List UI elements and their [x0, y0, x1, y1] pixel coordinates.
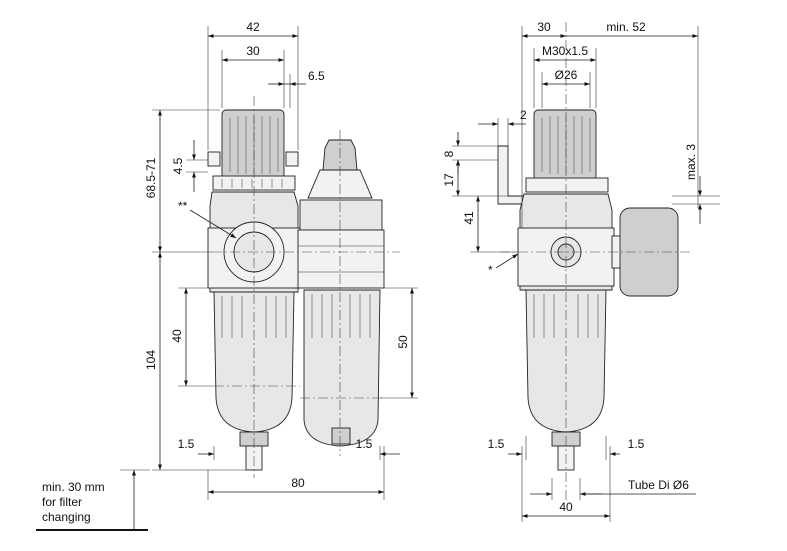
dim-height-top: 68.5-71 — [144, 157, 158, 198]
front-view: 42 30 6.5 68.5-71 4.5 ** 104 40 50 1.5 1… — [144, 20, 418, 500]
lubricator-bowl — [303, 289, 381, 447]
dim-gap-right: 1.5 — [356, 437, 373, 451]
dim-half-width: 30 — [537, 20, 551, 34]
filter-change-note: min. 30 mm for filter changing — [36, 469, 150, 531]
dim-height-bottom: 104 — [144, 350, 158, 370]
note-line-1: min. 30 mm — [42, 480, 105, 494]
adjustment-knob — [221, 109, 285, 181]
note-line-3: changing — [42, 510, 91, 524]
lubricator-port-block — [297, 229, 385, 289]
dim-gap-left: 1.5 — [178, 437, 195, 451]
mounting-bracket-left — [207, 151, 221, 167]
dim-max-three: max. 3 — [684, 144, 698, 180]
dim-bowl-left: 40 — [170, 329, 184, 343]
dim-offset: 6.5 — [308, 69, 325, 83]
dim-forty-one: 41 — [462, 211, 476, 225]
dim-bracket: 4.5 — [171, 157, 185, 174]
dim-total-width: 80 — [291, 476, 305, 490]
tube-label: Tube Di Ø6 — [628, 478, 689, 492]
dim-bowl-right: 50 — [396, 335, 410, 349]
side-view: 30 min. 52 M30x1.5 Ø26 2 8 17 max. 3 41 … — [442, 20, 720, 522]
marker-double: ** — [178, 199, 188, 213]
marker-single: * — [488, 263, 493, 277]
lubricator-upper-body — [299, 199, 383, 231]
side-gap-left: 1.5 — [488, 437, 505, 451]
mounting-bracket-right — [285, 151, 299, 167]
dim-seventeen: 17 — [442, 173, 456, 187]
dim-eight: 8 — [442, 150, 456, 157]
dim-thread: M30x1.5 — [542, 44, 588, 58]
lubricator-plug — [331, 427, 351, 445]
dim-min-depth: min. 52 — [606, 20, 646, 34]
lubricator-unit — [297, 139, 385, 447]
dim-bottom-width: 40 — [559, 500, 573, 514]
side-knob — [533, 109, 597, 181]
dim-width-top: 42 — [246, 20, 260, 34]
side-lock-ring — [525, 177, 609, 193]
dim-knob-width: 30 — [246, 44, 260, 58]
note-line-2: for filter — [42, 495, 82, 509]
dim-diameter: Ø26 — [555, 68, 578, 82]
side-gap-right: 1.5 — [628, 437, 645, 451]
dim-two: 2 — [520, 108, 527, 122]
